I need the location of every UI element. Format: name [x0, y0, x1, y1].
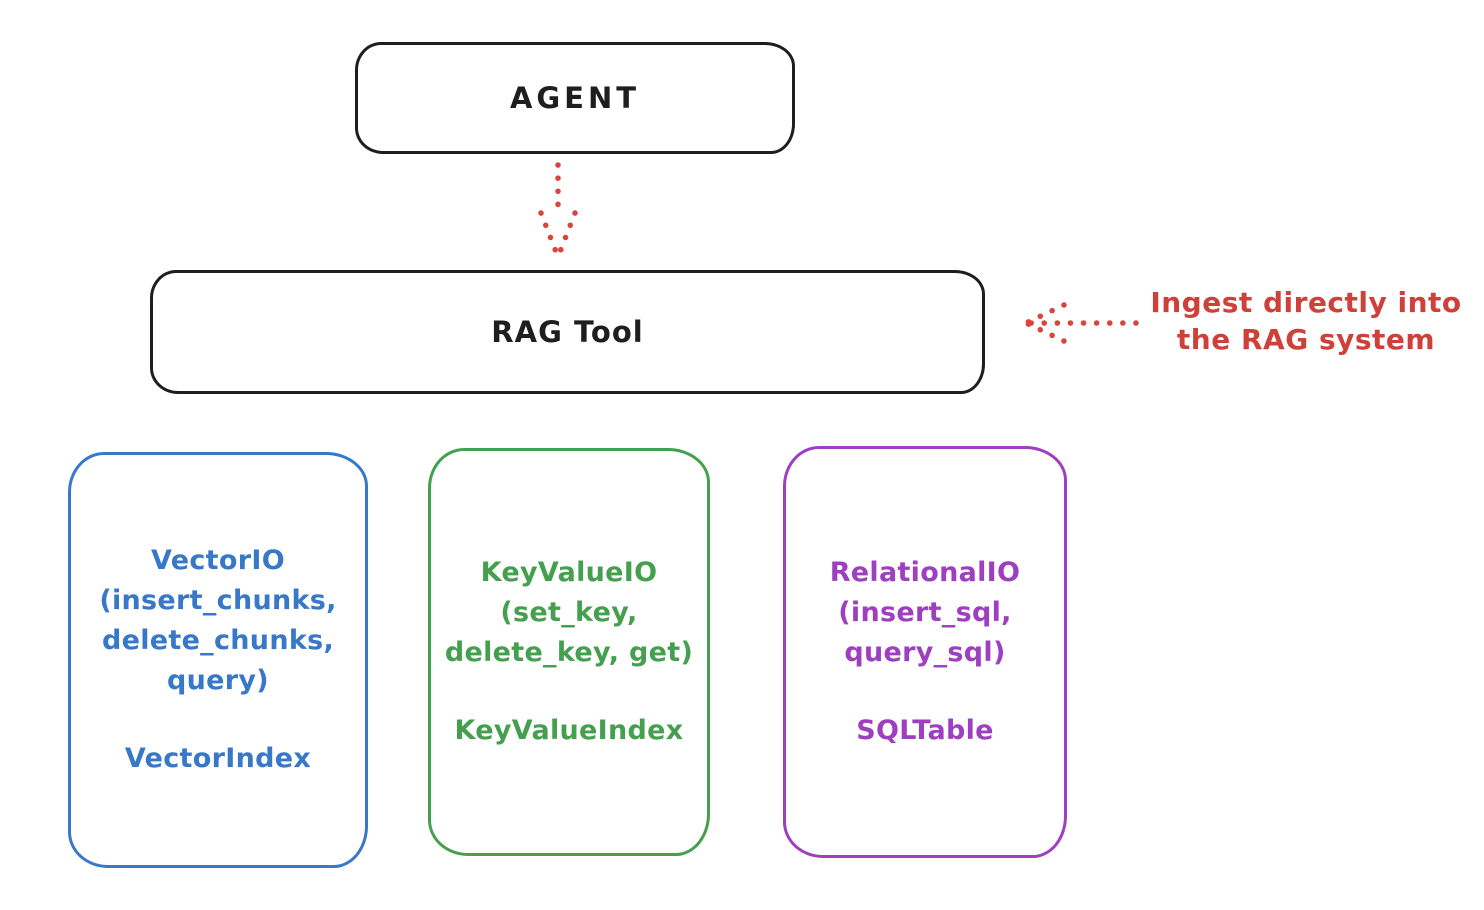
rag-tool-label: RAG Tool [491, 315, 644, 349]
key-value-index-label: KeyValueIndex [454, 715, 684, 746]
vector-io-node: VectorIO (insert_chunks, delete_chunks,que… [68, 452, 368, 868]
arrowhead-right [555, 210, 578, 260]
text-line: KeyValueIO [480, 557, 658, 588]
agent-label: AGENT [509, 81, 641, 115]
text-line: (set_key, [500, 597, 638, 628]
relational-io-node: RelationalIO (insert_sql, query_sql) SQLTa… [783, 446, 1067, 858]
agent-node: AGENT [355, 42, 795, 154]
relational-io-signature: RelationalIO (insert_sql, query_sql) [830, 553, 1021, 673]
text-line: (insert_sql, [838, 597, 1012, 628]
text-line: query_sql) [844, 637, 1006, 668]
text-line: (insert_chunks, [99, 585, 337, 616]
text-line: delete_key, get) [444, 637, 694, 668]
ingest-annotation: Ingest directly into the RAG system [1140, 284, 1472, 358]
text-line: the RAG system [1176, 323, 1436, 356]
sql-table-label: SQLTable [856, 715, 994, 746]
agent-to-rag-dotted-arrow-icon [538, 162, 578, 260]
text-line: delete_chunks, [101, 625, 335, 656]
text-line: RelationalIO [829, 557, 1021, 588]
text-line: VectorIO [151, 545, 285, 576]
arrowhead-left [538, 210, 561, 260]
vector-io-signature: VectorIO (insert_chunks, delete_chunks,que… [99, 541, 336, 701]
text-line: Ingest directly into [1150, 286, 1462, 319]
text-line: query) [167, 665, 269, 696]
rag-tool-node: RAG Tool [150, 270, 985, 394]
ingest-dotted-arrow-icon [1023, 302, 1139, 344]
key-value-io-node: KeyValueIO (set_key, delete_key, get) KeyV… [428, 448, 710, 856]
vector-index-label: VectorIndex [124, 743, 312, 774]
key-value-io-signature: KeyValueIO (set_key, delete_key, get) [445, 553, 693, 673]
